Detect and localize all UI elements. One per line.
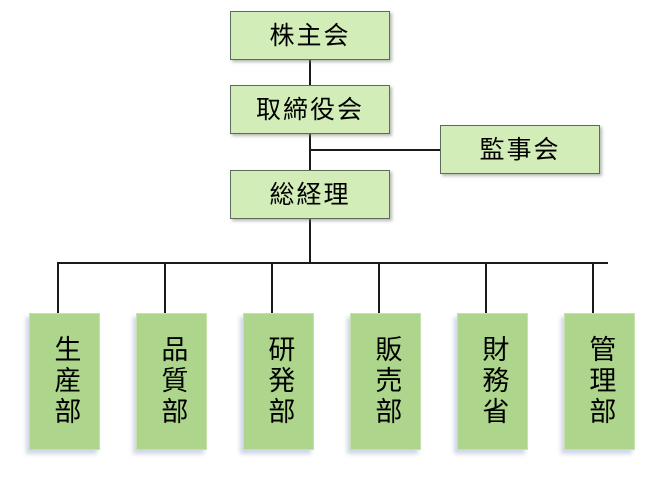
node-label-finance: 財務省 — [477, 335, 509, 428]
connector-shareholders-to-board — [309, 60, 311, 85]
connector-drop-quality — [164, 262, 166, 313]
node-label-quality: 品質部 — [156, 335, 188, 428]
node-quality[interactable]: 品質部 — [136, 313, 207, 450]
node-label-sales: 販売部 — [370, 335, 402, 428]
connector-drop-admin — [592, 262, 594, 313]
node-board[interactable]: 取締役会 — [230, 85, 390, 134]
node-label-rnd: 研発部 — [263, 335, 295, 428]
node-auditors[interactable]: 監事会 — [440, 125, 600, 174]
connector-drop-production — [57, 262, 59, 313]
node-sales[interactable]: 販売部 — [350, 313, 421, 450]
node-label-admin: 管理部 — [584, 335, 616, 428]
node-admin[interactable]: 管理部 — [564, 313, 635, 450]
connector-drop-sales — [378, 262, 380, 313]
connector-board-to-gm — [309, 134, 311, 170]
connector-drop-rnd — [271, 262, 273, 313]
node-shareholders[interactable]: 株主会 — [230, 11, 390, 60]
connector-gm-to-bus — [309, 219, 311, 262]
node-gm[interactable]: 総経理 — [230, 170, 390, 219]
node-label-board: 取締役会 — [255, 95, 364, 124]
node-finance[interactable]: 財務省 — [457, 313, 528, 450]
node-label-shareholders: 株主会 — [269, 21, 351, 50]
node-label-auditors: 監事会 — [479, 135, 561, 164]
connector-board-to-auditors — [309, 149, 440, 151]
connector-department-bus — [57, 262, 608, 264]
connector-drop-finance — [485, 262, 487, 313]
node-production[interactable]: 生産部 — [29, 313, 100, 450]
node-label-production: 生産部 — [49, 335, 81, 428]
node-label-gm: 総経理 — [269, 180, 351, 209]
node-rnd[interactable]: 研発部 — [243, 313, 314, 450]
